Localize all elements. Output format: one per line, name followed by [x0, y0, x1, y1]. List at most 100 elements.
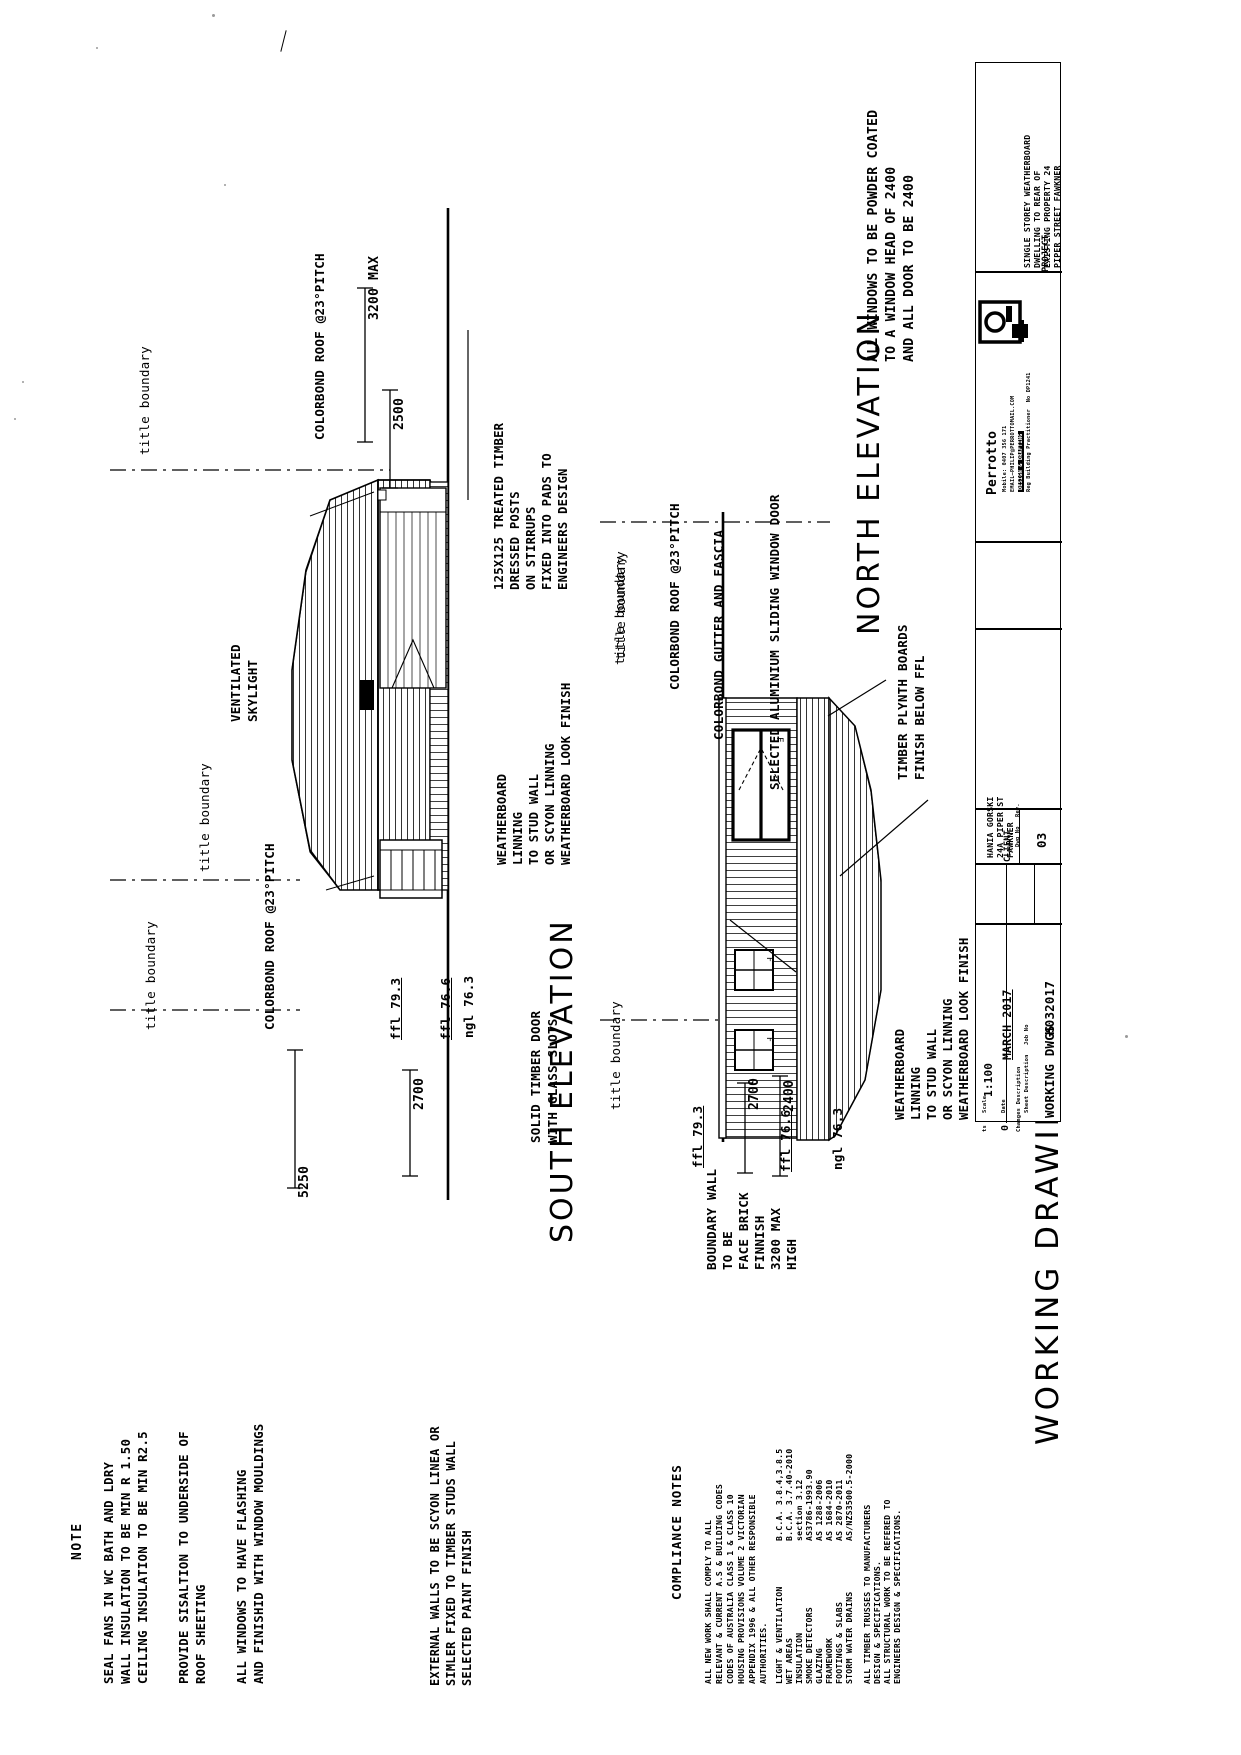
note-line-1: SEAL FANS IN WC BATH AND LDRY [101, 1461, 116, 1684]
compliance-intro-4: HOUSING PROVISIONS VOLUME 2 VICTORIAN [736, 1494, 746, 1684]
compliance-item-code-1: B.C.A. 3.7.40-2010 [784, 1448, 794, 1541]
titleblock-subdivider-4 [1006, 923, 1008, 1123]
titleblock-firm-name: Perrotto [985, 430, 1000, 495]
compliance-item-label-3: SMOKE DETECTORS [804, 1607, 814, 1684]
boundary-wall-note-l4: FINNISH [752, 1215, 767, 1270]
title-block [975, 62, 1062, 1123]
compliance-item-label-5: FRAMEWORK [824, 1637, 834, 1684]
south-dim-2500: 2500 [392, 397, 407, 430]
scan-speck [96, 47, 98, 49]
field-sheet-desc-label: Sheet Description [1024, 1054, 1030, 1113]
titleblock-project-line-2: DWELLING TO REAR OF [1032, 170, 1042, 268]
north-level-ffl-793: ffl 79.3 [690, 1105, 705, 1168]
wall-note-line-1: EXTERNAL WALLS TO BE SCYON LINEA OR [428, 1426, 442, 1686]
titleblock-divider-3 [976, 628, 1062, 630]
svg-text:F: F [765, 1037, 774, 1042]
south-callout-posts-l2: DRESSED POSTS [508, 491, 522, 590]
field-rev-label: Rev. [1015, 803, 1021, 817]
south-callout-posts-l4: FIXED INTO PADS TO [540, 453, 554, 590]
compliance-item-code-0: B.C.A. 3.8.4,3.8.5 [774, 1448, 784, 1541]
titleblock-divider-6 [976, 923, 1062, 925]
compliance-intro-1: ALL NEW WORK SHALL COMPLY TO ALL [703, 1519, 713, 1684]
titleblock-divider-2 [976, 541, 1062, 543]
titleblock-firm-line-2: EMAIL—PHILIP@PERROTTOMAIL.COM [1010, 395, 1016, 492]
scan-speck [224, 184, 226, 186]
global-note-line-3: AND ALL DOOR TO BE 2400 [902, 174, 917, 362]
north-level-ffl-766: ffl 76.6 [778, 1109, 793, 1172]
boundary-wall-note-l2: TO BE [720, 1231, 735, 1270]
compliance-intro-5: APPENDIX 1996 & ALL OTHER RESPONSIBLE [747, 1494, 757, 1684]
titleblock-subdivider-2 [1006, 863, 1008, 923]
wall-note-line-2: SIMLER FIXED TO TIMBER STUDS WALL [444, 1440, 458, 1686]
compliance-heading: COMPLIANCE NOTES [669, 1464, 684, 1600]
south-level-ngl-763: ngl 76.3 [461, 975, 476, 1038]
svg-text:F: F [765, 957, 774, 962]
compliance-footer-2: DESIGN & SPECIFICATIONS. [872, 1560, 882, 1684]
field-date-value: MARCH 2017 [1000, 989, 1014, 1060]
titleblock-client-line-1: HANIA GORSKI [985, 796, 995, 858]
compliance-item-code-4: AS 1288-2006 [814, 1479, 824, 1541]
south-callout-colorbond-top: COLORBOND ROOF @23°PITCH [312, 253, 327, 440]
south-level-ffl-793: ffl 79.3 [388, 977, 403, 1040]
field-rev-col: ts [982, 1125, 988, 1132]
compliance-item-label-4: GLAZING [814, 1648, 824, 1684]
titleblock-subdivider-3 [1034, 863, 1036, 923]
south-callout-weatherboard-l4: OR SCYON LINNING [543, 743, 557, 865]
compliance-item-label-6: FOOTINGS & SLABS [834, 1601, 844, 1684]
titleblock-client-line-2: 24A PIPER ST [995, 796, 1005, 858]
north-callout-colorbond-roof: COLORBOND ROOF @23°PITCH [667, 503, 682, 690]
titleblock-firm-line-4: Reg Building Practitioner No DP1241 [1026, 372, 1032, 492]
svg-text:F: F [774, 737, 784, 742]
south-callout-weatherboard-l5: WEATHERBOARD LOOK FINISH [559, 682, 573, 865]
note-line-5: PROVIDE SISALTION TO UNDERSIDE OF [176, 1431, 191, 1684]
compliance-footer-1: ALL TIMBER TRUSSES TO MANUFACTURERS [862, 1504, 872, 1684]
south-callout-colorbond-left: COLORBOND ROOF @23°PITCH [262, 843, 277, 1030]
south-callout-weatherboard-l3: TO STUD WALL [527, 773, 541, 865]
scan-scratch [280, 30, 287, 52]
compliance-footer-3: ALL STRUCTURAL WORK TO BE REFERED TO [882, 1499, 892, 1684]
compliance-footer-4: ENGINEERS DESIGN & SPECIFICATIONS. [892, 1509, 902, 1684]
south-dim-2700: 2700 [412, 1077, 427, 1110]
notes-heading: NOTE [70, 1522, 85, 1560]
compliance-intro-6: AUTHORITIES. [758, 1622, 768, 1684]
north-title-boundary-label-2: title boundary [608, 1001, 623, 1110]
south-level-ffl-766: ffl 76.6 [438, 977, 453, 1040]
boundary-wall-note-l1: BOUNDARY WALL [704, 1168, 719, 1270]
titleblock-client-line-3: FAWKNER [1005, 822, 1015, 858]
compliance-item-code-6: AS 2870-2011 [834, 1479, 844, 1541]
field-dwg-no-value: 03 [1034, 832, 1049, 848]
south-dim-3200max: 3200 MAX [367, 255, 382, 320]
boundary-wall-note-l3: FACE BRICK [736, 1192, 751, 1270]
compliance-item-label-1: WET AREAS [784, 1637, 794, 1684]
compliance-item-label-2: INSULATION [794, 1632, 804, 1684]
north-dim-2700: 2700 [747, 1077, 762, 1110]
field-job-no-value: H032017 [1042, 980, 1057, 1035]
south-callout-weatherboard-l2: LINNING [511, 811, 525, 865]
south-callout-posts-l3: ON STIRRUPS [524, 506, 538, 590]
south-title-boundary-label-1: title boundary [137, 346, 152, 455]
north-elevation-title: NORTH ELEVATION [852, 310, 887, 635]
compliance-item-code-3: AS3786-1993.90 [804, 1469, 814, 1541]
compliance-intro-3: CODES OF AUSTRALIA CLASS 1 & CLASS 10 [725, 1494, 735, 1684]
south-dim-5250: 5250 [297, 1165, 312, 1198]
south-title-boundary-label-3: title boundary [197, 763, 212, 872]
south-elevation-drawing [270, 200, 530, 1210]
titleblock-subdivider-1 [1019, 808, 1021, 863]
titleblock-firm-line-3: DESIGN & DRAFTING [1018, 431, 1025, 492]
titleblock-project-line-3: EXISTING PROPERTY 24 [1042, 165, 1052, 268]
wall-note-line-3: SELECTED PAINT FINISH [460, 1530, 474, 1686]
compliance-intro-2: RELEVANT & CURRENT A.S & BUILDING CODES [714, 1483, 724, 1684]
note-line-2: WALL INSULATION TO BE MIN R 1.50 [118, 1438, 133, 1684]
scan-speck [14, 418, 16, 420]
south-callout-door-l1: SOLID TIMBER DOOR [528, 1010, 543, 1143]
south-callout-posts-l5: ENGINEERS DESIGN [556, 468, 570, 590]
field-sheet-desc-value: WORKING DWGS [1042, 1025, 1057, 1118]
compliance-item-code-5: AS 1684-2010 [824, 1479, 834, 1541]
south-callout-skylight-l2: SKYLIGHT [245, 659, 260, 722]
south-elevation-title: SOUTH ELEVATION [545, 918, 580, 1243]
north-level-ngl-763: ngl 76.3 [830, 1107, 845, 1170]
note-line-9: AND FINISHID WITH WINDOW MOULDINGS [251, 1423, 266, 1684]
field-date-label: Date [1001, 1099, 1007, 1113]
field-job-no-label: Job No [1024, 1024, 1030, 1045]
compliance-item-code-2: section 3.12 [794, 1479, 804, 1541]
